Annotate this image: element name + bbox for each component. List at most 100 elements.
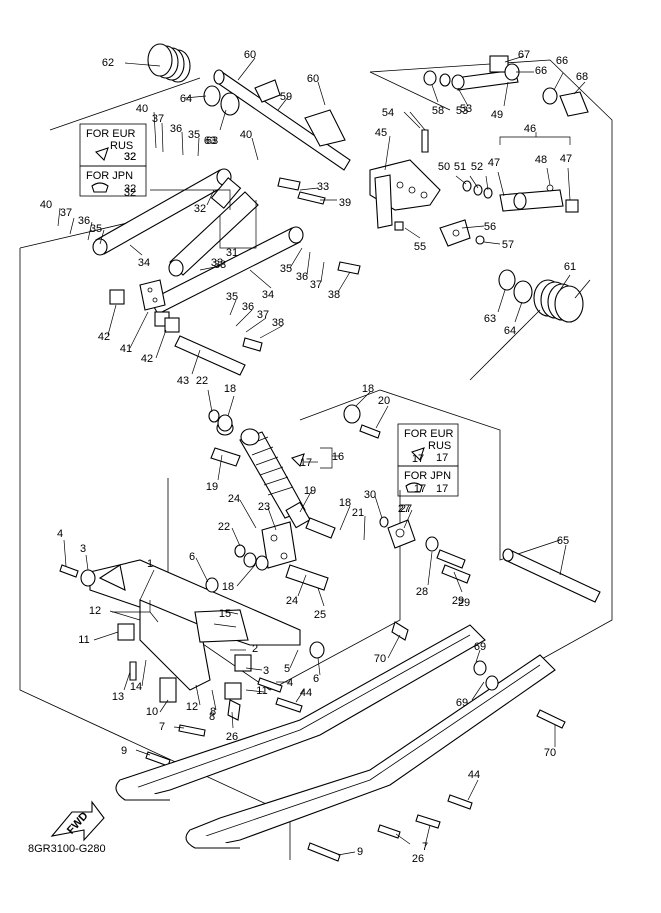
callout-56: 56	[484, 221, 496, 233]
callout-12: 12	[186, 701, 198, 713]
callout-48: 48	[535, 154, 547, 166]
callout-27: 27	[398, 503, 410, 515]
collars-42	[109, 289, 180, 333]
collars-middle	[208, 404, 381, 558]
rail-bracket-69	[473, 660, 499, 691]
callout-3: 3	[263, 665, 269, 677]
callout-18: 18	[222, 581, 234, 593]
callout-35: 35	[226, 291, 238, 303]
box-line: FOR JPN	[404, 470, 451, 482]
adjuster-assembly	[499, 184, 579, 213]
callout-65: 65	[557, 535, 569, 547]
callout-26: 26	[226, 731, 238, 743]
callout-26: 26	[412, 853, 424, 865]
callout-24: 24	[228, 493, 240, 505]
box-line: FOR EUR	[404, 428, 454, 440]
callout-28: 28	[416, 586, 428, 598]
diagram-code: 8GR3100-G280	[28, 843, 106, 855]
box-line: FOR EUR	[86, 128, 136, 140]
collar-top	[203, 85, 240, 116]
callout-23: 23	[258, 501, 270, 513]
callout-21: 21	[352, 507, 364, 519]
callout-37: 37	[152, 113, 164, 125]
callout-40: 40	[40, 199, 52, 211]
callout-63: 63	[484, 313, 496, 325]
callout-20: 20	[378, 395, 390, 407]
callout-9: 9	[357, 846, 363, 858]
callout-38: 38	[328, 289, 340, 301]
callout-31-bracket	[150, 189, 257, 249]
callout-36: 36	[242, 301, 254, 313]
callout-63: 63	[206, 135, 218, 147]
callout-25: 25	[314, 609, 326, 621]
callout-51: 51	[454, 161, 466, 173]
callout-40: 40	[136, 103, 148, 115]
callout-60: 60	[307, 73, 319, 85]
collars-63-64-right	[498, 269, 533, 304]
box-for-jpn-32: FOR JPN 32	[79, 165, 147, 197]
link-arm	[379, 516, 471, 584]
callout-34: 34	[262, 289, 274, 301]
box-for-eur-rus-17: FOR EUR RUS 17	[397, 423, 459, 467]
torsion-spring-left	[49, 43, 201, 131]
callout-63: 63	[204, 135, 216, 147]
callout-32: 32	[124, 151, 136, 163]
callout-10: 10	[146, 706, 158, 718]
box-line: RUS	[428, 440, 451, 452]
collars-lower	[80, 569, 325, 703]
callout-29: 29	[452, 595, 464, 607]
callout-4: 4	[57, 528, 63, 540]
bolts-upper	[242, 177, 361, 352]
long-shaft	[502, 548, 601, 603]
callout-35: 35	[188, 129, 200, 141]
callout-15: 15	[219, 608, 231, 620]
callout-33: 33	[214, 259, 226, 271]
callout-11: 11	[78, 634, 89, 646]
callout-13: 13	[112, 691, 124, 703]
callout-58: 58	[432, 105, 444, 117]
callout-7: 7	[422, 841, 428, 853]
shaft-bracket	[254, 79, 346, 147]
callout-64: 64	[180, 93, 192, 105]
callout-36: 36	[170, 123, 182, 135]
callout-36: 36	[78, 215, 90, 227]
callout-47: 47	[560, 153, 572, 165]
callout-35: 35	[280, 263, 292, 275]
callout-16-bracket	[290, 447, 340, 469]
callout-68: 68	[576, 71, 588, 83]
callout-69: 69	[474, 641, 486, 653]
callout-16: 16	[332, 451, 344, 463]
shock-bracket	[243, 521, 329, 591]
callout-69: 69	[456, 697, 468, 709]
callout-12: 12	[89, 605, 101, 617]
callout-42: 42	[141, 353, 153, 365]
callout-70: 70	[544, 747, 556, 759]
callout-44: 44	[300, 687, 312, 699]
callout-18: 18	[339, 497, 351, 509]
callout-7: 7	[159, 721, 165, 733]
callout-2: 2	[252, 643, 258, 655]
callout-67: 67	[518, 49, 530, 61]
callout-49: 49	[491, 109, 503, 121]
callout-1: 1	[147, 558, 153, 570]
callout-38: 38	[272, 317, 284, 329]
callout-52: 52	[471, 161, 483, 173]
box-for-eur-rus-32: FOR EUR RUS 32	[79, 123, 147, 167]
fwd-arrow-icon: FWD	[50, 800, 105, 842]
callout-62: 62	[102, 57, 114, 69]
callout-3: 3	[80, 543, 86, 555]
adjuster-plate	[439, 219, 485, 247]
callout-4: 4	[287, 677, 293, 689]
callout-17: 17	[300, 457, 312, 469]
pivot-shaft	[174, 335, 246, 376]
callout-31: 31	[226, 247, 238, 259]
callout-59: 59	[280, 91, 292, 103]
link-bracket	[139, 279, 166, 311]
callout-34: 34	[138, 257, 150, 269]
box-part: 17	[436, 483, 448, 495]
callout-44: 44	[468, 769, 480, 781]
callout-35: 35	[90, 223, 102, 235]
box-part: 32	[124, 183, 136, 195]
rear-shaft	[213, 69, 351, 171]
